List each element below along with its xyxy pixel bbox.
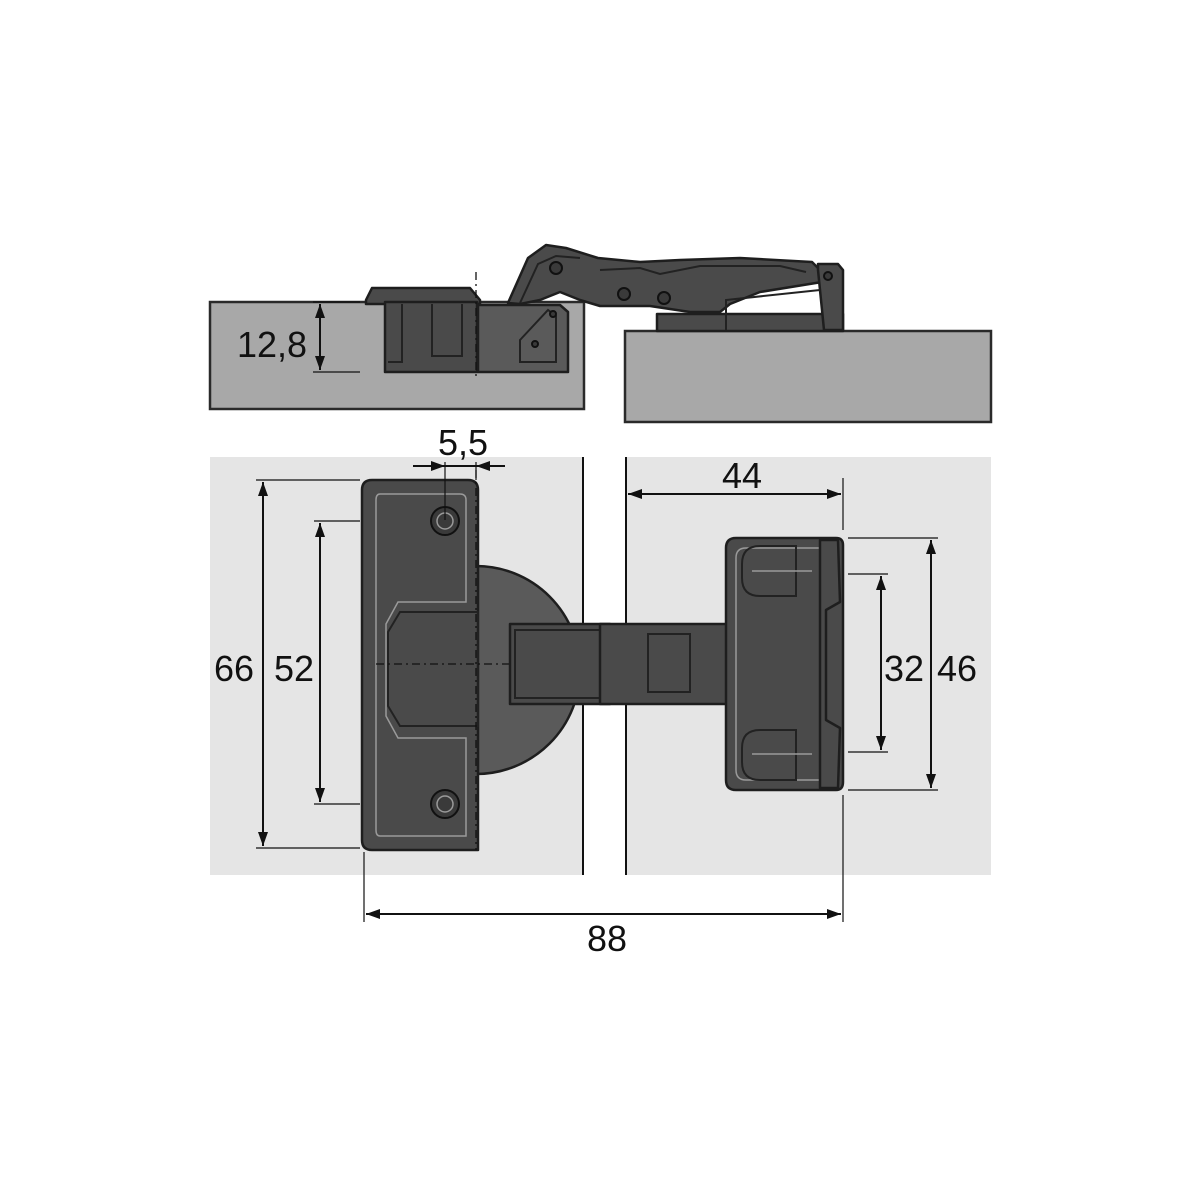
mounting-plate-side xyxy=(655,262,845,333)
screw-hole-bottom xyxy=(430,789,460,819)
dimension-overall-width: 88 xyxy=(363,795,844,959)
hinge-cup-top xyxy=(360,470,582,852)
mounting-plate-top xyxy=(724,536,845,792)
dimension-cup-depth: 12,8 xyxy=(237,301,360,373)
dim-label-5-5: 5,5 xyxy=(438,422,488,463)
top-view: 5,5 44 66 52 xyxy=(210,422,991,959)
dimension-cup-hole-spacing: 52 xyxy=(274,520,360,805)
dimension-plate-outer-height: 46 xyxy=(848,537,977,791)
hinge-cup-side xyxy=(364,272,570,380)
dim-label-12-8: 12,8 xyxy=(237,324,307,365)
dimension-cup-outer-height: 66 xyxy=(214,479,360,849)
dim-label-52: 52 xyxy=(274,648,314,689)
dim-label-66: 66 xyxy=(214,648,254,689)
dimension-plate-hole-spacing: 32 xyxy=(848,573,924,753)
side-view: 12,8 xyxy=(208,243,993,424)
dimension-cup-offset: 5,5 xyxy=(413,422,505,520)
dim-label-46: 46 xyxy=(937,648,977,689)
dim-label-44: 44 xyxy=(722,455,762,496)
hinge-arm-side xyxy=(506,243,824,314)
dim-label-32: 32 xyxy=(884,648,924,689)
dimension-plate-offset: 44 xyxy=(628,455,844,530)
dim-label-88: 88 xyxy=(587,918,627,959)
cabinet-panel-side xyxy=(623,329,993,424)
